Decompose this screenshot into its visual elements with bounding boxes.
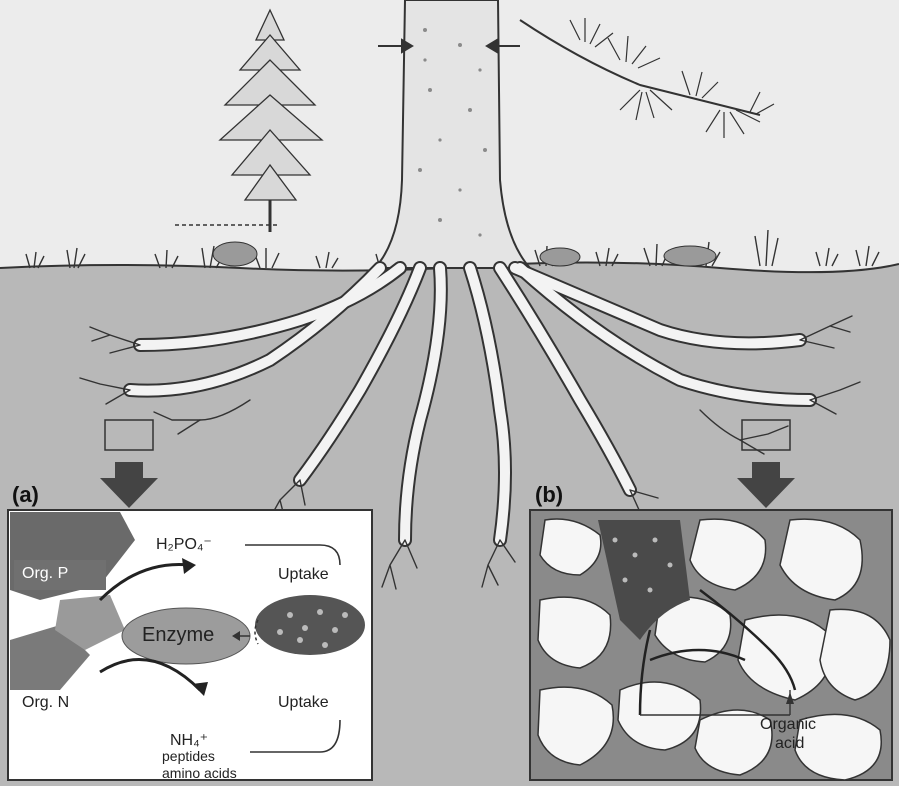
organic-acid-label-line2: acid xyxy=(775,735,804,753)
organic-acid-label-line1: Organic xyxy=(760,716,816,734)
panel-a-tag: (a) xyxy=(12,482,39,508)
phosphate-label: H₂PO₄⁻ xyxy=(156,534,212,554)
panel-b xyxy=(530,510,892,780)
ammonium-label: NH₄⁺ xyxy=(170,730,208,750)
org-n-label: Org. N xyxy=(22,694,69,712)
enzyme-label: Enzyme xyxy=(142,624,214,647)
org-p-label: Org. P xyxy=(22,565,68,583)
panel-b-tag: (b) xyxy=(535,482,563,508)
amino-acids-label: amino acids xyxy=(162,765,237,781)
peptides-label: peptides xyxy=(162,748,215,764)
uptake-top-label: Uptake xyxy=(278,566,329,584)
uptake-bottom-label: Uptake xyxy=(278,694,329,712)
